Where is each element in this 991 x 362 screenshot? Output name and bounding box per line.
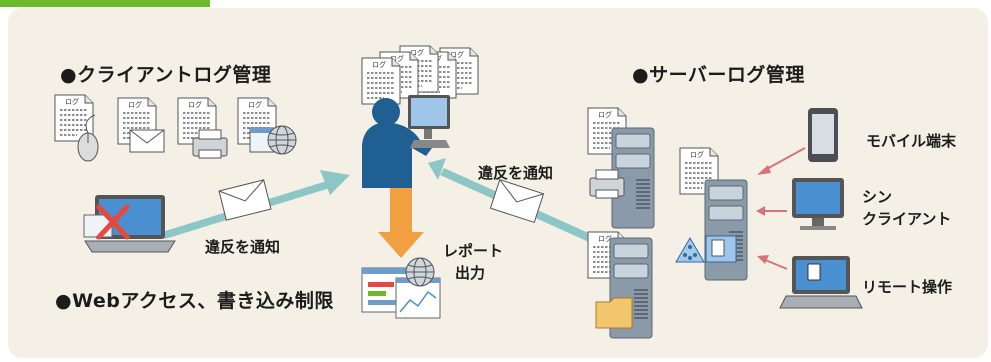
thin-client-arrow [756, 206, 787, 216]
label-report: レポート 出力 [443, 240, 503, 284]
label-thin-client: シン クライアント [862, 186, 951, 230]
heading-web-access: ●Webアクセス、書き込み制限 [55, 290, 334, 312]
label-thin-client-line2: クライアント [862, 210, 952, 228]
administrator [362, 95, 450, 188]
label-violation-left: 違反を通知 [205, 238, 281, 256]
log-doc-web [237, 97, 297, 155]
remote-laptop [779, 256, 863, 309]
mobile-device [808, 108, 838, 162]
heading-client-log: ●クライアントログ管理 [60, 64, 272, 86]
label-remote: リモート操作 [862, 278, 953, 296]
server-folder [587, 231, 653, 339]
log-doc-mouse [54, 94, 99, 162]
report-arrow [378, 182, 424, 258]
accent-bar [0, 0, 210, 7]
label-report-line1: レポート [443, 242, 504, 260]
envelope-right [489, 179, 545, 223]
remote-arrow [757, 255, 788, 270]
server-printer [587, 107, 655, 229]
log-doc-mail [117, 97, 165, 153]
label-thin-client-line1: シン [862, 188, 893, 206]
label-report-line2: 出力 [455, 264, 486, 282]
blocked-laptop [83, 195, 176, 253]
report-output [361, 257, 441, 319]
server-central [675, 147, 748, 281]
thin-client-monitor [792, 178, 844, 230]
log-doc-printer [177, 97, 228, 159]
label-mobile: モバイル端末 [866, 132, 957, 150]
heading-server-log: ●サーバーログ管理 [632, 64, 805, 86]
label-violation-right: 違反を通知 [478, 164, 554, 182]
envelope-left [218, 179, 272, 221]
mobile-arrow [757, 147, 806, 175]
